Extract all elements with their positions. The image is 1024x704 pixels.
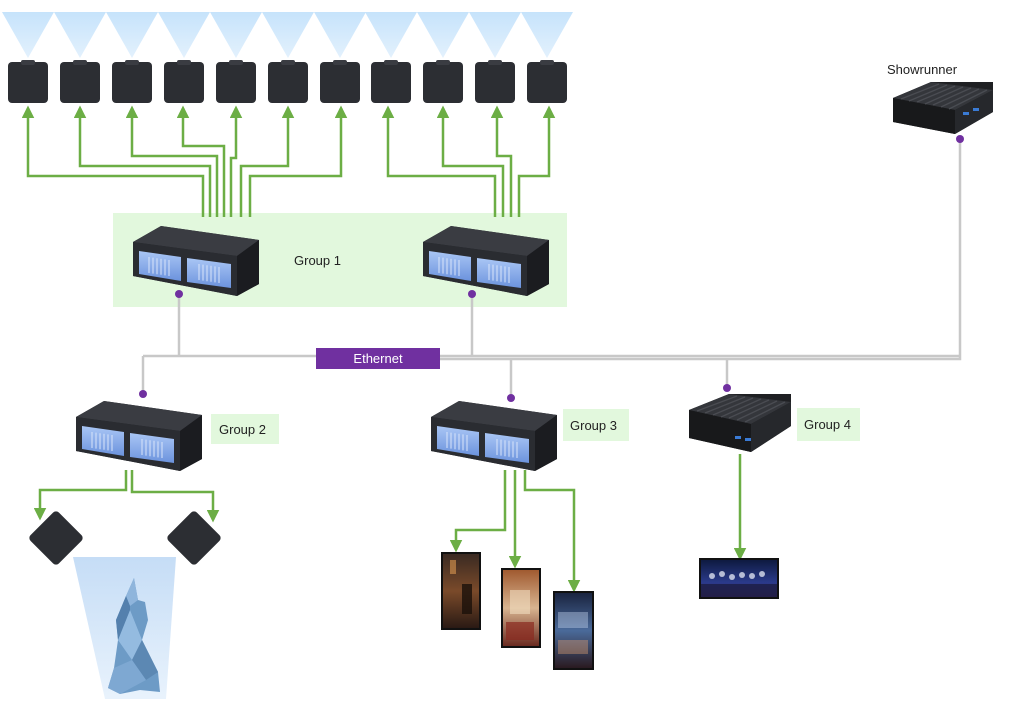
screen-3 <box>553 591 594 670</box>
projector-beam-5 <box>210 12 262 58</box>
dot-group3 <box>507 394 515 402</box>
projector-beams <box>2 12 573 58</box>
dot-showrunner <box>956 135 964 143</box>
group-2-label-box <box>211 414 279 444</box>
ethernet-drop-showrunner <box>727 140 962 361</box>
group-3-server <box>431 401 557 471</box>
link-projector-5 <box>229 105 243 217</box>
side-projector-right <box>167 511 221 565</box>
link-group2-left <box>33 470 128 521</box>
group-4-label: Group 4 <box>804 417 851 432</box>
link-projector-1 <box>21 105 205 217</box>
link-screen-3 <box>523 470 581 593</box>
dog-sculpture-icon <box>108 578 160 694</box>
projector-beam-3 <box>106 12 158 58</box>
projector-icon <box>112 60 152 103</box>
link-projector-7 <box>248 105 348 217</box>
group-1-server-left <box>133 226 259 296</box>
projector-icon <box>475 60 515 103</box>
showrunner-pc <box>893 82 993 134</box>
link-projector-11 <box>517 105 556 217</box>
projector-beam-9 <box>417 12 469 58</box>
group-2-projector-links <box>33 470 220 523</box>
connection-dots <box>139 135 964 402</box>
projector-beam-11 <box>521 12 573 58</box>
projector-icon <box>268 60 308 103</box>
screen-4 <box>699 558 779 599</box>
projector-icon <box>60 60 100 103</box>
projector-beam-2 <box>54 12 106 58</box>
link-projector-8 <box>381 105 497 217</box>
group-2-label: Group 2 <box>219 422 266 437</box>
projector-icon <box>164 60 204 103</box>
link-projector-2 <box>73 105 212 217</box>
projector-beam-7 <box>314 12 366 58</box>
group-3-label: Group 3 <box>570 418 617 433</box>
group-2-server <box>76 401 202 471</box>
group-3-screen-links <box>449 470 581 593</box>
link-projector-10 <box>490 105 513 217</box>
projector-row <box>8 60 567 103</box>
group-4-label-box <box>797 408 860 441</box>
link-projector-4 <box>176 105 226 217</box>
side-projector-left <box>29 511 83 565</box>
projector-beam-1 <box>2 12 54 58</box>
projector-icon <box>423 60 463 103</box>
projector-beam-4 <box>158 12 210 58</box>
ethernet-label: Ethernet <box>353 351 403 366</box>
group-4-pc <box>689 394 791 452</box>
link-projector-3 <box>125 105 219 217</box>
projector-beam-6 <box>262 12 314 58</box>
dot-group4 <box>723 384 731 392</box>
projector-beam-10 <box>469 12 521 58</box>
projector-icon <box>371 60 411 103</box>
group-1-label: Group 1 <box>294 253 341 268</box>
rack-servers <box>76 226 557 471</box>
link-group2-right <box>130 470 220 523</box>
screen-1 <box>441 552 481 630</box>
group-1-projector-links <box>21 105 556 217</box>
link-screen-1 <box>449 470 507 553</box>
link-projector-6 <box>239 105 295 217</box>
projector-icon <box>527 60 567 103</box>
dot-group1-right <box>468 290 476 298</box>
link-projector-9 <box>436 105 505 217</box>
dot-group1-left <box>175 290 183 298</box>
dot-group2 <box>139 390 147 398</box>
projector-icon <box>8 60 48 103</box>
ethernet-lines <box>141 140 962 398</box>
group-1-server-right <box>423 226 549 296</box>
projector-icon <box>320 60 360 103</box>
projector-icon <box>216 60 256 103</box>
ethernet-label-box <box>316 348 440 369</box>
group-3-label-box <box>563 409 629 441</box>
projector-beam-8 <box>365 12 417 58</box>
screen-2 <box>501 568 541 648</box>
showrunner-label: Showrunner <box>887 62 958 77</box>
